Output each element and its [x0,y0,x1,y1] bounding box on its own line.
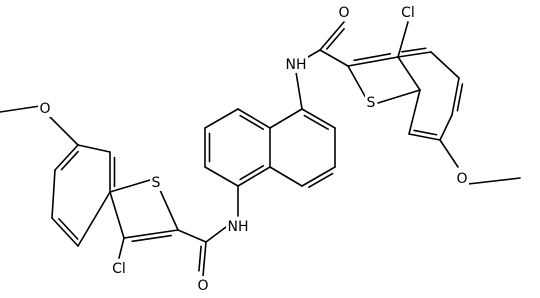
svg-text:NH: NH [228,219,249,235]
bond [60,150,79,171]
bond [204,166,239,187]
bond [159,189,179,231]
bond [77,191,111,247]
bond [408,133,441,141]
bond [401,47,427,53]
bond [451,77,460,116]
bond [301,166,336,187]
bond [397,56,421,91]
atom-label-cl-bottom: Cl [110,259,128,277]
atom-label-methoxy-o-left: O [38,99,52,117]
bond [269,166,303,187]
atom-label-carbonyl-o-top: O [337,3,351,21]
bond [467,177,521,185]
bond [308,172,334,189]
bond [237,166,271,187]
bond [109,179,151,193]
bond [439,114,453,141]
bond [239,164,265,181]
svg-text:O: O [338,5,349,21]
atom-label-methoxy-o-right: O [455,169,469,187]
bond [123,229,179,239]
bond [377,89,421,104]
atom-label-carbonyl-o-bottom: O [196,276,210,294]
bond [325,28,345,50]
atom-label-cl-top: Cl [399,3,417,21]
bond [237,108,271,129]
atom-label-s-right: S [365,93,377,111]
bond [319,49,349,67]
bond [51,169,56,219]
bond [77,144,111,153]
bond [51,217,79,247]
bond [205,226,227,243]
atom-label-nh-bottom: NH [226,217,250,235]
bond [347,65,367,99]
svg-text:O: O [39,101,50,117]
svg-text:O: O [197,278,208,294]
atom-label-nh-top: NH [284,55,308,73]
bond-layer [0,21,521,277]
bond [0,105,41,113]
svg-text:Cl: Cl [112,261,126,277]
svg-text:S: S [152,175,161,191]
atom-label-s-left: S [150,173,162,191]
bond [397,21,409,58]
bond [408,89,421,135]
bond [204,108,239,129]
bond [439,139,459,168]
bond [456,83,464,112]
bond [269,108,303,129]
bond [430,51,460,79]
bond [295,71,303,110]
bond [118,237,125,259]
svg-text:O: O [456,171,467,187]
atom-label-layer: O NH Cl S O O S NH [38,3,469,294]
bond [347,56,399,67]
bond [58,218,79,240]
bond [239,114,265,131]
bond [413,129,438,136]
svg-text:Cl: Cl [401,5,415,21]
bond [303,114,329,131]
bond [301,108,336,129]
bond [397,51,432,58]
bond [319,21,345,51]
bond [353,53,392,62]
bond [109,191,125,239]
bond [54,144,79,171]
svg-text:NH: NH [286,57,307,73]
svg-text:S: S [367,95,376,111]
bond [177,229,207,243]
bond [198,245,202,272]
bond [49,116,79,146]
bond [202,241,207,277]
bond [131,234,172,243]
